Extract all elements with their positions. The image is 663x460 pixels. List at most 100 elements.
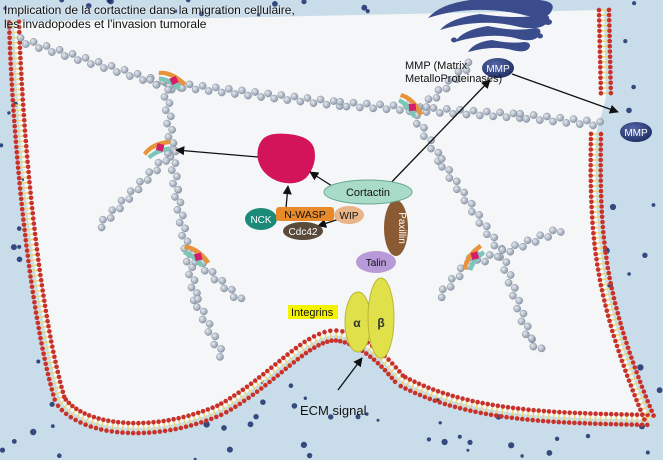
lipid-head <box>612 301 618 306</box>
lipid-head <box>176 415 181 421</box>
lipid-head <box>26 169 31 175</box>
ecm-dot <box>376 418 380 422</box>
actin-bead <box>198 315 207 324</box>
lipid-head <box>629 355 634 360</box>
actin-bead <box>231 90 239 98</box>
lipid-tail <box>598 267 608 271</box>
lipid-head <box>41 351 46 357</box>
ecm-dot <box>85 3 92 9</box>
actin-bead <box>434 148 443 157</box>
actin-bead <box>198 82 207 90</box>
actin-bead <box>179 211 187 220</box>
lipid-tail <box>28 253 37 257</box>
lipid-head <box>13 139 19 145</box>
ecm-dot <box>361 4 368 11</box>
arp-red-segment <box>193 252 203 262</box>
actin-bead <box>251 88 259 96</box>
arrow-cortactin-to-arp <box>309 171 333 187</box>
lipid-head <box>639 422 645 428</box>
actin-bead <box>168 126 176 134</box>
actin-bead <box>217 88 226 97</box>
lipid-head <box>588 152 593 158</box>
lipid-tail <box>516 409 519 418</box>
actin-bead <box>171 159 180 167</box>
lipid-head <box>566 420 572 425</box>
actin-bead <box>152 81 161 89</box>
actin-bead <box>165 99 174 107</box>
actin-bead <box>462 110 471 119</box>
lipid-head <box>161 418 166 424</box>
ecm-dot <box>288 383 294 389</box>
lipid-tail <box>234 395 240 404</box>
lipid-head <box>628 383 634 388</box>
lipid-tail <box>26 238 35 241</box>
lipid-head <box>540 418 546 424</box>
actin-bead <box>133 70 142 78</box>
lipid-head <box>28 190 33 195</box>
lipid-head <box>473 409 478 415</box>
lipid-head <box>632 365 638 370</box>
lipid-head <box>597 49 603 54</box>
actin-bead <box>517 317 526 326</box>
lipid-tail <box>300 345 307 353</box>
lipid-head <box>608 75 613 80</box>
lipid-tail <box>271 367 278 376</box>
lipid-head <box>607 44 613 49</box>
actin-bead <box>74 56 82 64</box>
actin-bead <box>529 111 538 119</box>
lipid-head <box>32 300 37 305</box>
lipid-head <box>34 241 39 247</box>
lipid-head <box>526 407 531 413</box>
mmp-description-line2: MetalloProteinases) <box>405 73 502 85</box>
lipid-head <box>24 149 30 154</box>
lipid-head <box>598 75 603 80</box>
lipid-head <box>629 422 634 427</box>
lipid-head <box>6 19 12 25</box>
ecm-dot <box>260 399 266 406</box>
actin-bead <box>161 106 170 114</box>
lipid-head <box>598 188 604 194</box>
actin-bead <box>496 108 504 117</box>
actin-bead <box>167 112 175 121</box>
lipid-head <box>597 54 603 60</box>
lipid-tail <box>409 382 415 391</box>
actin-bead <box>185 80 194 89</box>
lipid-head <box>608 90 614 96</box>
lipid-head <box>98 427 104 432</box>
lipid-head <box>209 416 214 422</box>
ecm-dot <box>256 13 261 17</box>
lipid-head <box>412 390 418 396</box>
lipid-head <box>52 397 57 402</box>
ecm-dot <box>626 107 632 114</box>
lipid-head <box>60 389 66 395</box>
lipid-head <box>232 393 237 398</box>
lipid-head <box>608 411 614 417</box>
actin-bead <box>169 139 178 147</box>
arp-teal-segment <box>158 76 181 91</box>
lipid-head <box>27 269 33 274</box>
lipid-head <box>598 421 603 427</box>
actin-bead <box>146 76 155 84</box>
lipid-tail <box>12 83 21 86</box>
lipid-head <box>619 412 624 417</box>
wip-label: WIP <box>340 211 359 222</box>
actin-bead <box>481 257 489 266</box>
lipid-head <box>531 407 536 413</box>
lipid-head <box>10 97 16 103</box>
lipid-head <box>224 409 229 415</box>
lipid-tail <box>449 396 454 405</box>
lipid-head <box>431 387 436 392</box>
actin-bead <box>482 222 491 231</box>
lipid-head <box>636 374 641 380</box>
lipid-tail <box>339 332 343 341</box>
arp-orange-segment <box>158 70 187 87</box>
lipid-tail <box>267 371 274 379</box>
lipid-head <box>329 338 334 344</box>
ecm-dot <box>217 11 221 15</box>
actin-bead <box>362 99 371 108</box>
lipid-head <box>624 412 629 417</box>
actin-bead <box>81 54 90 62</box>
actin-bead <box>185 270 193 279</box>
cortactin-label: Cortactin <box>346 187 390 199</box>
